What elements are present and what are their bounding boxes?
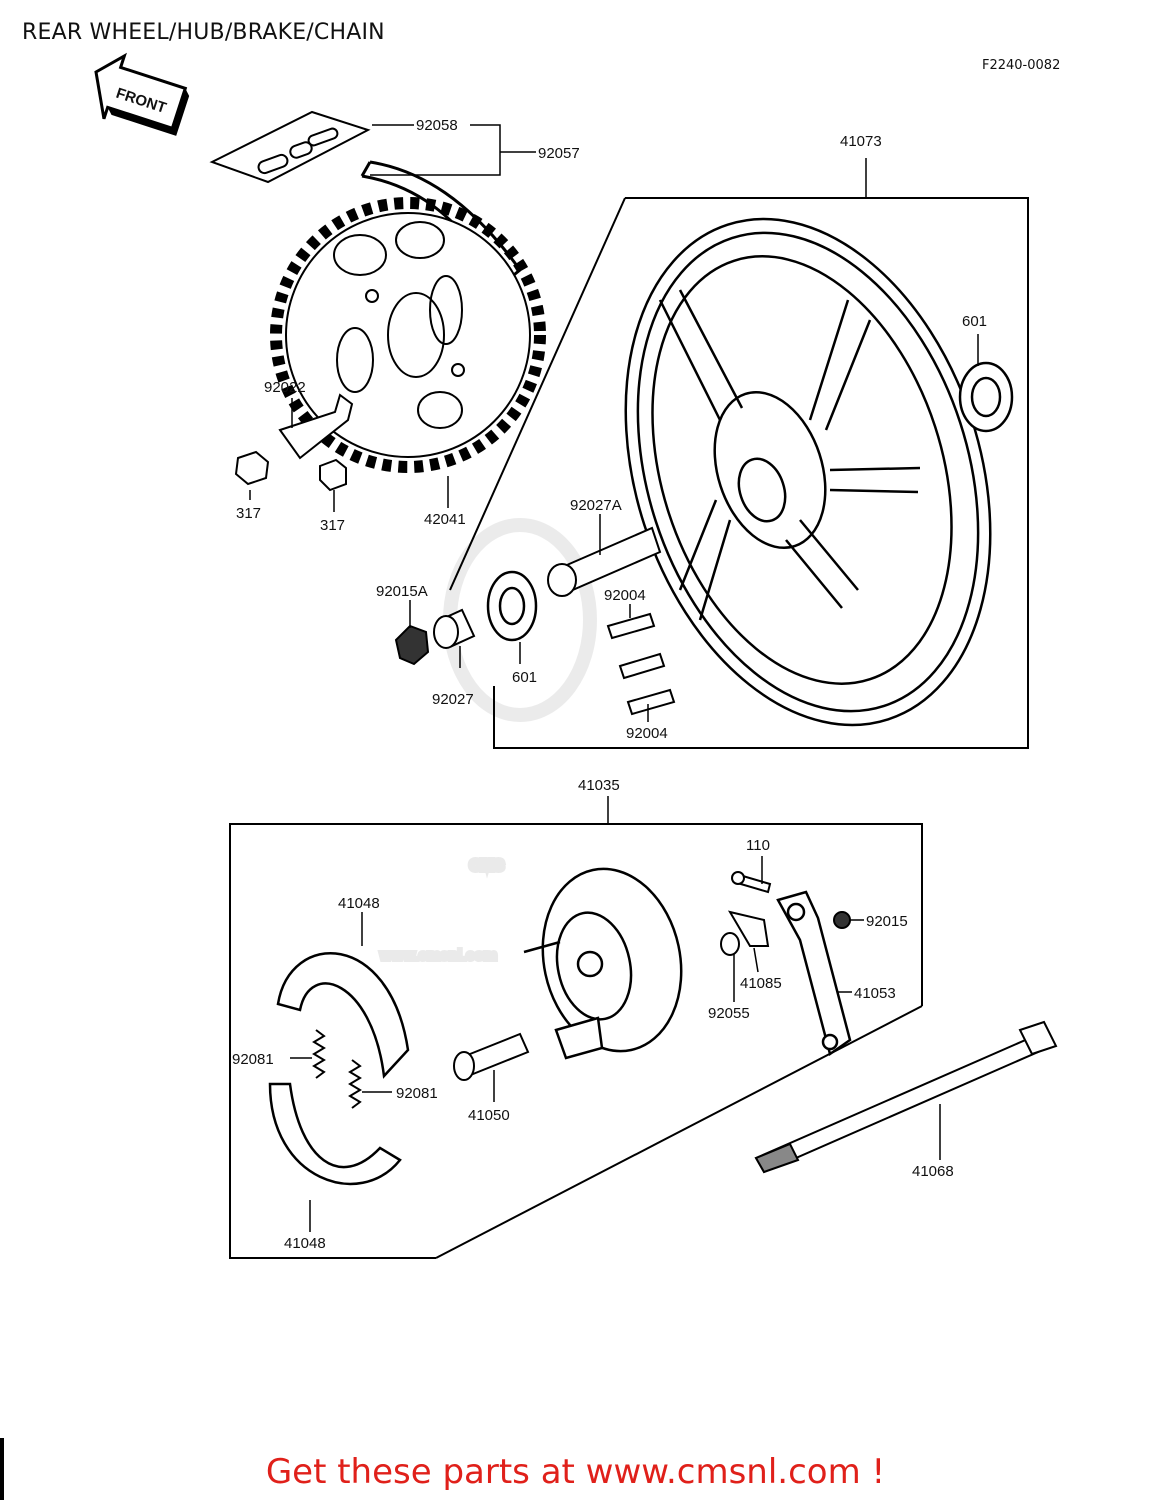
brake-camshaft — [453, 1032, 530, 1081]
callout-41053: 41053 — [854, 985, 896, 1002]
bearing-601-b — [486, 570, 538, 642]
part-callouts: 92058 92057 41073 601 92022 317 317 4204… — [232, 117, 987, 1252]
callout-92055: 92055 — [708, 1005, 750, 1022]
diagram-code: F2240-0082 — [982, 58, 1061, 73]
brake-lever-41053 — [776, 890, 852, 1057]
callout-110: 110 — [746, 837, 770, 854]
wheel-assembly-frame — [449, 197, 1029, 749]
brake-shoe-upper — [276, 951, 410, 1079]
callout-41085: 41085 — [740, 975, 782, 992]
nut-92015A — [394, 624, 430, 666]
bolt-110 — [731, 871, 772, 894]
callout-92015A: 92015A — [376, 583, 428, 600]
callout-92058: 92058 — [416, 117, 458, 134]
front-arrow-icon: FRONT — [94, 52, 190, 136]
callout-41048-b: 41048 — [284, 1235, 326, 1252]
leader-lines — [249, 124, 979, 1232]
callout-92027A: 92027A — [570, 497, 622, 514]
left-edge-bar — [0, 1438, 4, 1500]
rear-wheel — [624, 217, 992, 727]
page-title: REAR WHEEL/HUB/BRAKE/CHAIN — [22, 20, 385, 45]
callout-92015: 92015 — [866, 913, 908, 930]
callout-92081-a: 92081 — [232, 1051, 274, 1068]
axle-41068 — [754, 1020, 1058, 1174]
callout-317-b: 317 — [320, 517, 345, 534]
callout-41035: 41035 — [578, 777, 620, 794]
nut-317-a — [234, 450, 270, 486]
callout-41050: 41050 — [468, 1107, 510, 1124]
footer-link[interactable]: Get these parts at www.cmsnl.com ! — [265, 1452, 886, 1492]
bearing-601-a — [958, 361, 1014, 433]
brake-assembly-frame — [229, 823, 923, 1259]
spacer-92027A — [547, 526, 662, 597]
callout-92022: 92022 — [264, 379, 306, 396]
watermark-url: www.cmsnl.com — [379, 947, 497, 964]
callout-92057: 92057 — [538, 145, 580, 162]
callout-601-a: 601 — [962, 313, 987, 330]
callout-42041: 42041 — [424, 511, 466, 528]
lock-plate — [278, 393, 354, 460]
watermark-logo: CMS — [470, 857, 503, 874]
callout-317-a: 317 — [236, 505, 261, 522]
collar-92027 — [433, 608, 476, 649]
parts-diagram: CMS www.cmsnl.com FRONT — [94, 52, 1058, 1259]
callout-41068: 41068 — [912, 1163, 954, 1180]
brake-panel — [523, 867, 683, 1060]
callout-41048-a: 41048 — [338, 895, 380, 912]
nut-317-b — [319, 458, 347, 492]
callout-601-b: 601 — [512, 669, 537, 686]
callout-92004-b: 92004 — [626, 725, 668, 742]
callout-92027: 92027 — [432, 691, 474, 708]
callout-41073: 41073 — [840, 133, 882, 150]
stud-92004 — [606, 612, 676, 716]
nut-92015 — [833, 911, 851, 929]
callout-92004-a: 92004 — [604, 587, 646, 604]
brake-shoe-lower — [268, 1082, 402, 1186]
rear-sprocket — [270, 197, 546, 473]
callout-92081-b: 92081 — [396, 1085, 438, 1102]
brake-spring-92081 — [312, 1029, 362, 1109]
indicator-41085 — [720, 910, 770, 956]
chain-link-kit — [209, 110, 371, 184]
